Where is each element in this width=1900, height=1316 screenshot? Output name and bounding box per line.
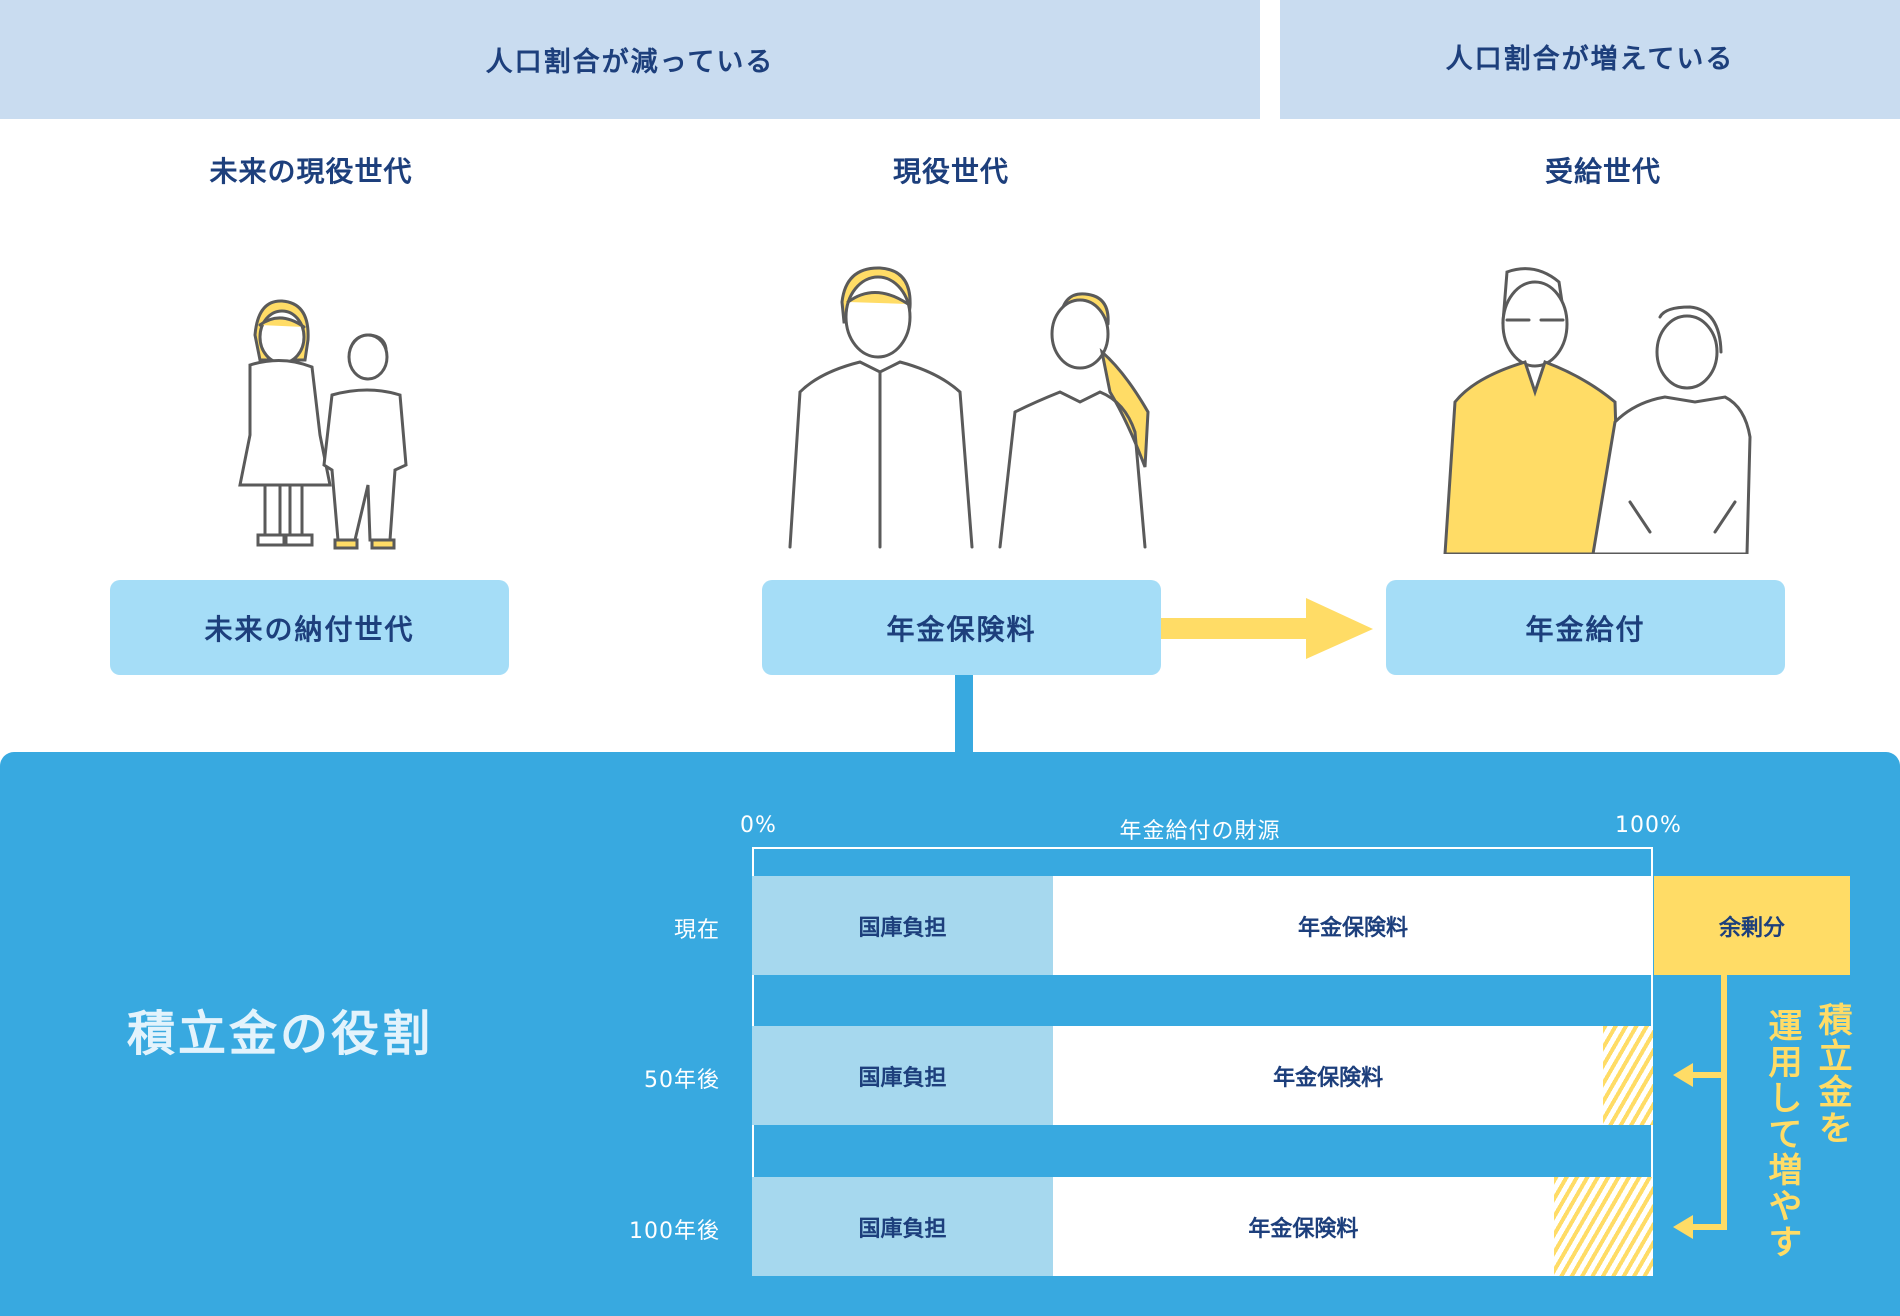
chart-title: 年金給付の財源 <box>1119 819 1281 844</box>
axis-end-label: 100% <box>1615 813 1682 838</box>
children-illustration <box>238 299 408 550</box>
decreasing-label: 人口割合が減っている <box>485 47 775 78</box>
pension-premium-segment: 年金保険料 <box>1248 1216 1359 1242</box>
reserve-flow-arrows-icon <box>1673 975 1727 1239</box>
future-contributors-box: 未来の納付世代 <box>110 580 509 675</box>
working-generation-title: 現役世代 <box>892 155 1009 188</box>
flow-arrow-icon <box>1161 598 1373 659</box>
reserve-fund-segment <box>1553 1177 1653 1276</box>
pension-premium-segment: 年金保険料 <box>1273 1065 1384 1091</box>
reserve-fund-segment <box>1603 1026 1653 1125</box>
national-treasury-segment: 国庫負担 <box>752 1177 1053 1276</box>
future-contributors-label: 未来の納付世代 <box>204 612 415 646</box>
pension-premium-segment: 年金保険料 <box>1297 915 1408 941</box>
surplus-box: 余剰分 <box>1654 876 1850 975</box>
working-adults-illustration <box>788 266 1150 549</box>
recipient-generation-title: 受給世代 <box>1544 155 1661 188</box>
pension-benefit-label: 年金給付 <box>1525 612 1646 646</box>
national-treasury-segment: 国庫負担 <box>752 876 1053 975</box>
connector-line <box>955 675 973 755</box>
decreasing-population-band: 人口割合が減っている <box>0 0 1260 119</box>
row-label: 現在 <box>673 918 720 943</box>
funding-bar-row: 国庫負担 年金保険料 <box>752 876 1653 975</box>
national-treasury-segment: 国庫負担 <box>752 1026 1053 1125</box>
axis-start-label: 0% <box>740 813 777 838</box>
vertical-text-reserve: 積立金を <box>1812 1002 1852 1146</box>
increasing-population-band: 人口割合が増えている <box>1280 0 1900 119</box>
increasing-label: 人口割合が増えている <box>1445 44 1735 75</box>
future-working-generation-title: 未来の現役世代 <box>209 155 413 188</box>
vertical-text-invest: 運用して増やす <box>1762 1008 1802 1260</box>
pension-premium-label: 年金保険料 <box>886 612 1037 646</box>
funding-bar-row: 国庫負担 年金保険料 <box>752 1026 1653 1125</box>
panel-title: 積立金の役割 <box>127 1006 434 1062</box>
surplus-label: 余剰分 <box>1718 915 1785 941</box>
pension-premium-box: 年金保険料 <box>762 580 1161 675</box>
funding-bar-row: 国庫負担 年金保険料 <box>752 1177 1653 1276</box>
pension-benefit-box: 年金給付 <box>1386 580 1785 675</box>
elderly-couple-illustration <box>1443 267 1752 554</box>
row-label: 100年後 <box>629 1219 720 1244</box>
row-label: 50年後 <box>644 1068 720 1093</box>
